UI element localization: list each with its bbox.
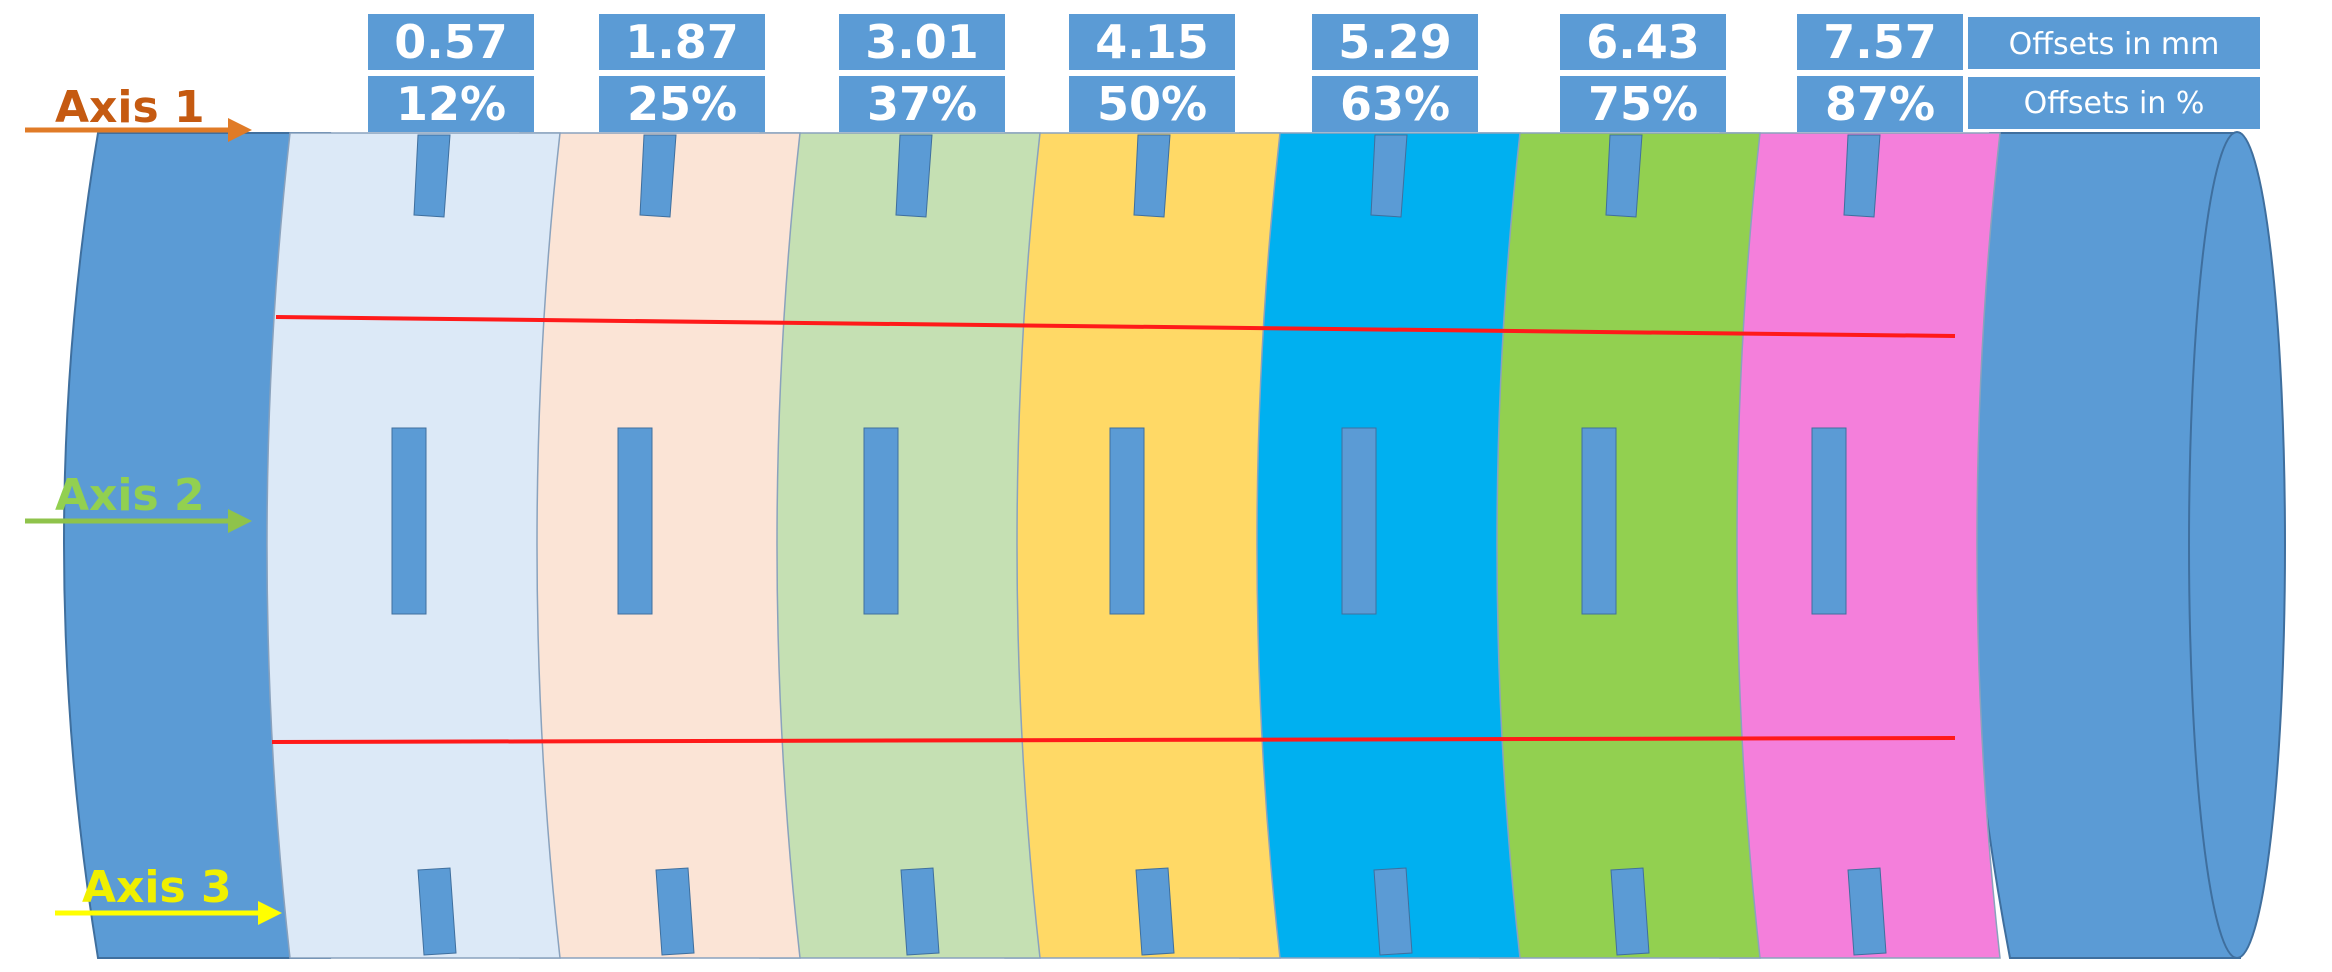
axis-2: Axis 2 — [25, 470, 252, 533]
pct-box — [1560, 76, 1726, 132]
ring-label-7: 7.57 87% — [1797, 14, 1963, 132]
mm-box — [1069, 14, 1235, 70]
ring-3 — [736, 132, 1041, 959]
pct-value: 25% — [627, 77, 737, 131]
ring-label-2: 1.87 25% — [599, 14, 765, 132]
pct-box — [368, 76, 534, 132]
mm-box — [1560, 14, 1726, 70]
mm-value: 6.43 — [1586, 15, 1700, 69]
pct-value: 37% — [867, 77, 977, 131]
slot-middle — [391, 427, 427, 615]
mm-value: 5.29 — [1338, 15, 1452, 69]
mm-value: 4.15 — [1095, 15, 1209, 69]
ring-label-4: 4.15 50% — [1069, 14, 1235, 132]
cylinder-end-cap — [2188, 131, 2286, 959]
slot-middle — [617, 427, 653, 615]
slot-top — [1843, 134, 1881, 218]
ring-7 — [1696, 132, 2001, 959]
mm-box — [368, 14, 534, 70]
mm-value: 0.57 — [394, 15, 508, 69]
slot-top — [895, 134, 933, 218]
axis-3: Axis 3 — [55, 862, 282, 925]
axis-3-arrowhead — [258, 901, 282, 925]
pct-value: 87% — [1825, 77, 1935, 131]
slot-top — [1133, 134, 1171, 218]
slot-middle — [1581, 427, 1617, 615]
ring-1 — [266, 132, 561, 959]
pct-box — [839, 76, 1005, 132]
pct-box — [1797, 76, 1963, 132]
slot-bottom — [900, 867, 940, 956]
pct-value: 50% — [1097, 77, 1207, 131]
axis-1: Axis 1 — [25, 82, 252, 142]
slot-bottom — [417, 867, 457, 956]
slot-bottom — [1610, 867, 1650, 956]
pct-value: 75% — [1588, 77, 1698, 131]
pct-box — [1312, 76, 1478, 132]
slot-middle — [863, 427, 899, 615]
axis-2-arrowhead — [228, 509, 252, 533]
mm-header-box — [1968, 17, 2260, 69]
axis-1-arrowhead — [228, 118, 252, 142]
pct-box — [599, 76, 765, 132]
mm-value: 3.01 — [865, 15, 979, 69]
slot-middle — [1341, 427, 1377, 615]
slot-top — [413, 134, 451, 218]
mm-box — [1312, 14, 1478, 70]
ring-label-3: 3.01 37% — [839, 14, 1005, 132]
ring-label-5: 5.29 63% — [1312, 14, 1478, 132]
mm-box — [1797, 14, 1963, 70]
slot-bottom — [1373, 867, 1413, 956]
red-line-upper — [275, 315, 1956, 338]
slot-top — [1370, 134, 1408, 218]
axis-3-label: Axis 3 — [82, 862, 232, 913]
pct-header-label: Offsets in % — [2024, 86, 2205, 121]
mm-value: 7.57 — [1823, 15, 1937, 69]
mm-box — [839, 14, 1005, 70]
ring-5 — [1216, 132, 1521, 959]
axis-2-label: Axis 2 — [55, 470, 205, 521]
pct-value: 63% — [1340, 77, 1450, 131]
ring-6 — [1456, 132, 1761, 959]
rings-layer — [266, 132, 2001, 959]
red-line-lower — [271, 736, 1956, 744]
slot-bottom — [1847, 867, 1887, 956]
pct-box — [1069, 76, 1235, 132]
mm-box — [599, 14, 765, 70]
slot-middle — [1811, 427, 1847, 615]
pct-value: 12% — [396, 77, 506, 131]
mm-value: 1.87 — [625, 15, 739, 69]
mm-header-label: Offsets in mm — [2009, 27, 2220, 62]
ring-label-1: 0.57 12% — [368, 14, 534, 132]
ring-2 — [496, 132, 801, 959]
slot-bottom — [655, 867, 695, 956]
slot-top — [639, 134, 677, 218]
axis-1-label: Axis 1 — [55, 82, 205, 133]
ring-label-6: 6.43 75% — [1560, 14, 1726, 132]
labels-layer: 0.57 12% 1.87 25% 3.01 37% 4.15 50% 5.29 63% 6.43 7… — [368, 14, 1963, 132]
slot-top — [1605, 134, 1643, 218]
pct-header-box — [1968, 77, 2260, 129]
slot-bottom — [1135, 867, 1175, 956]
slot-middle — [1109, 427, 1145, 615]
